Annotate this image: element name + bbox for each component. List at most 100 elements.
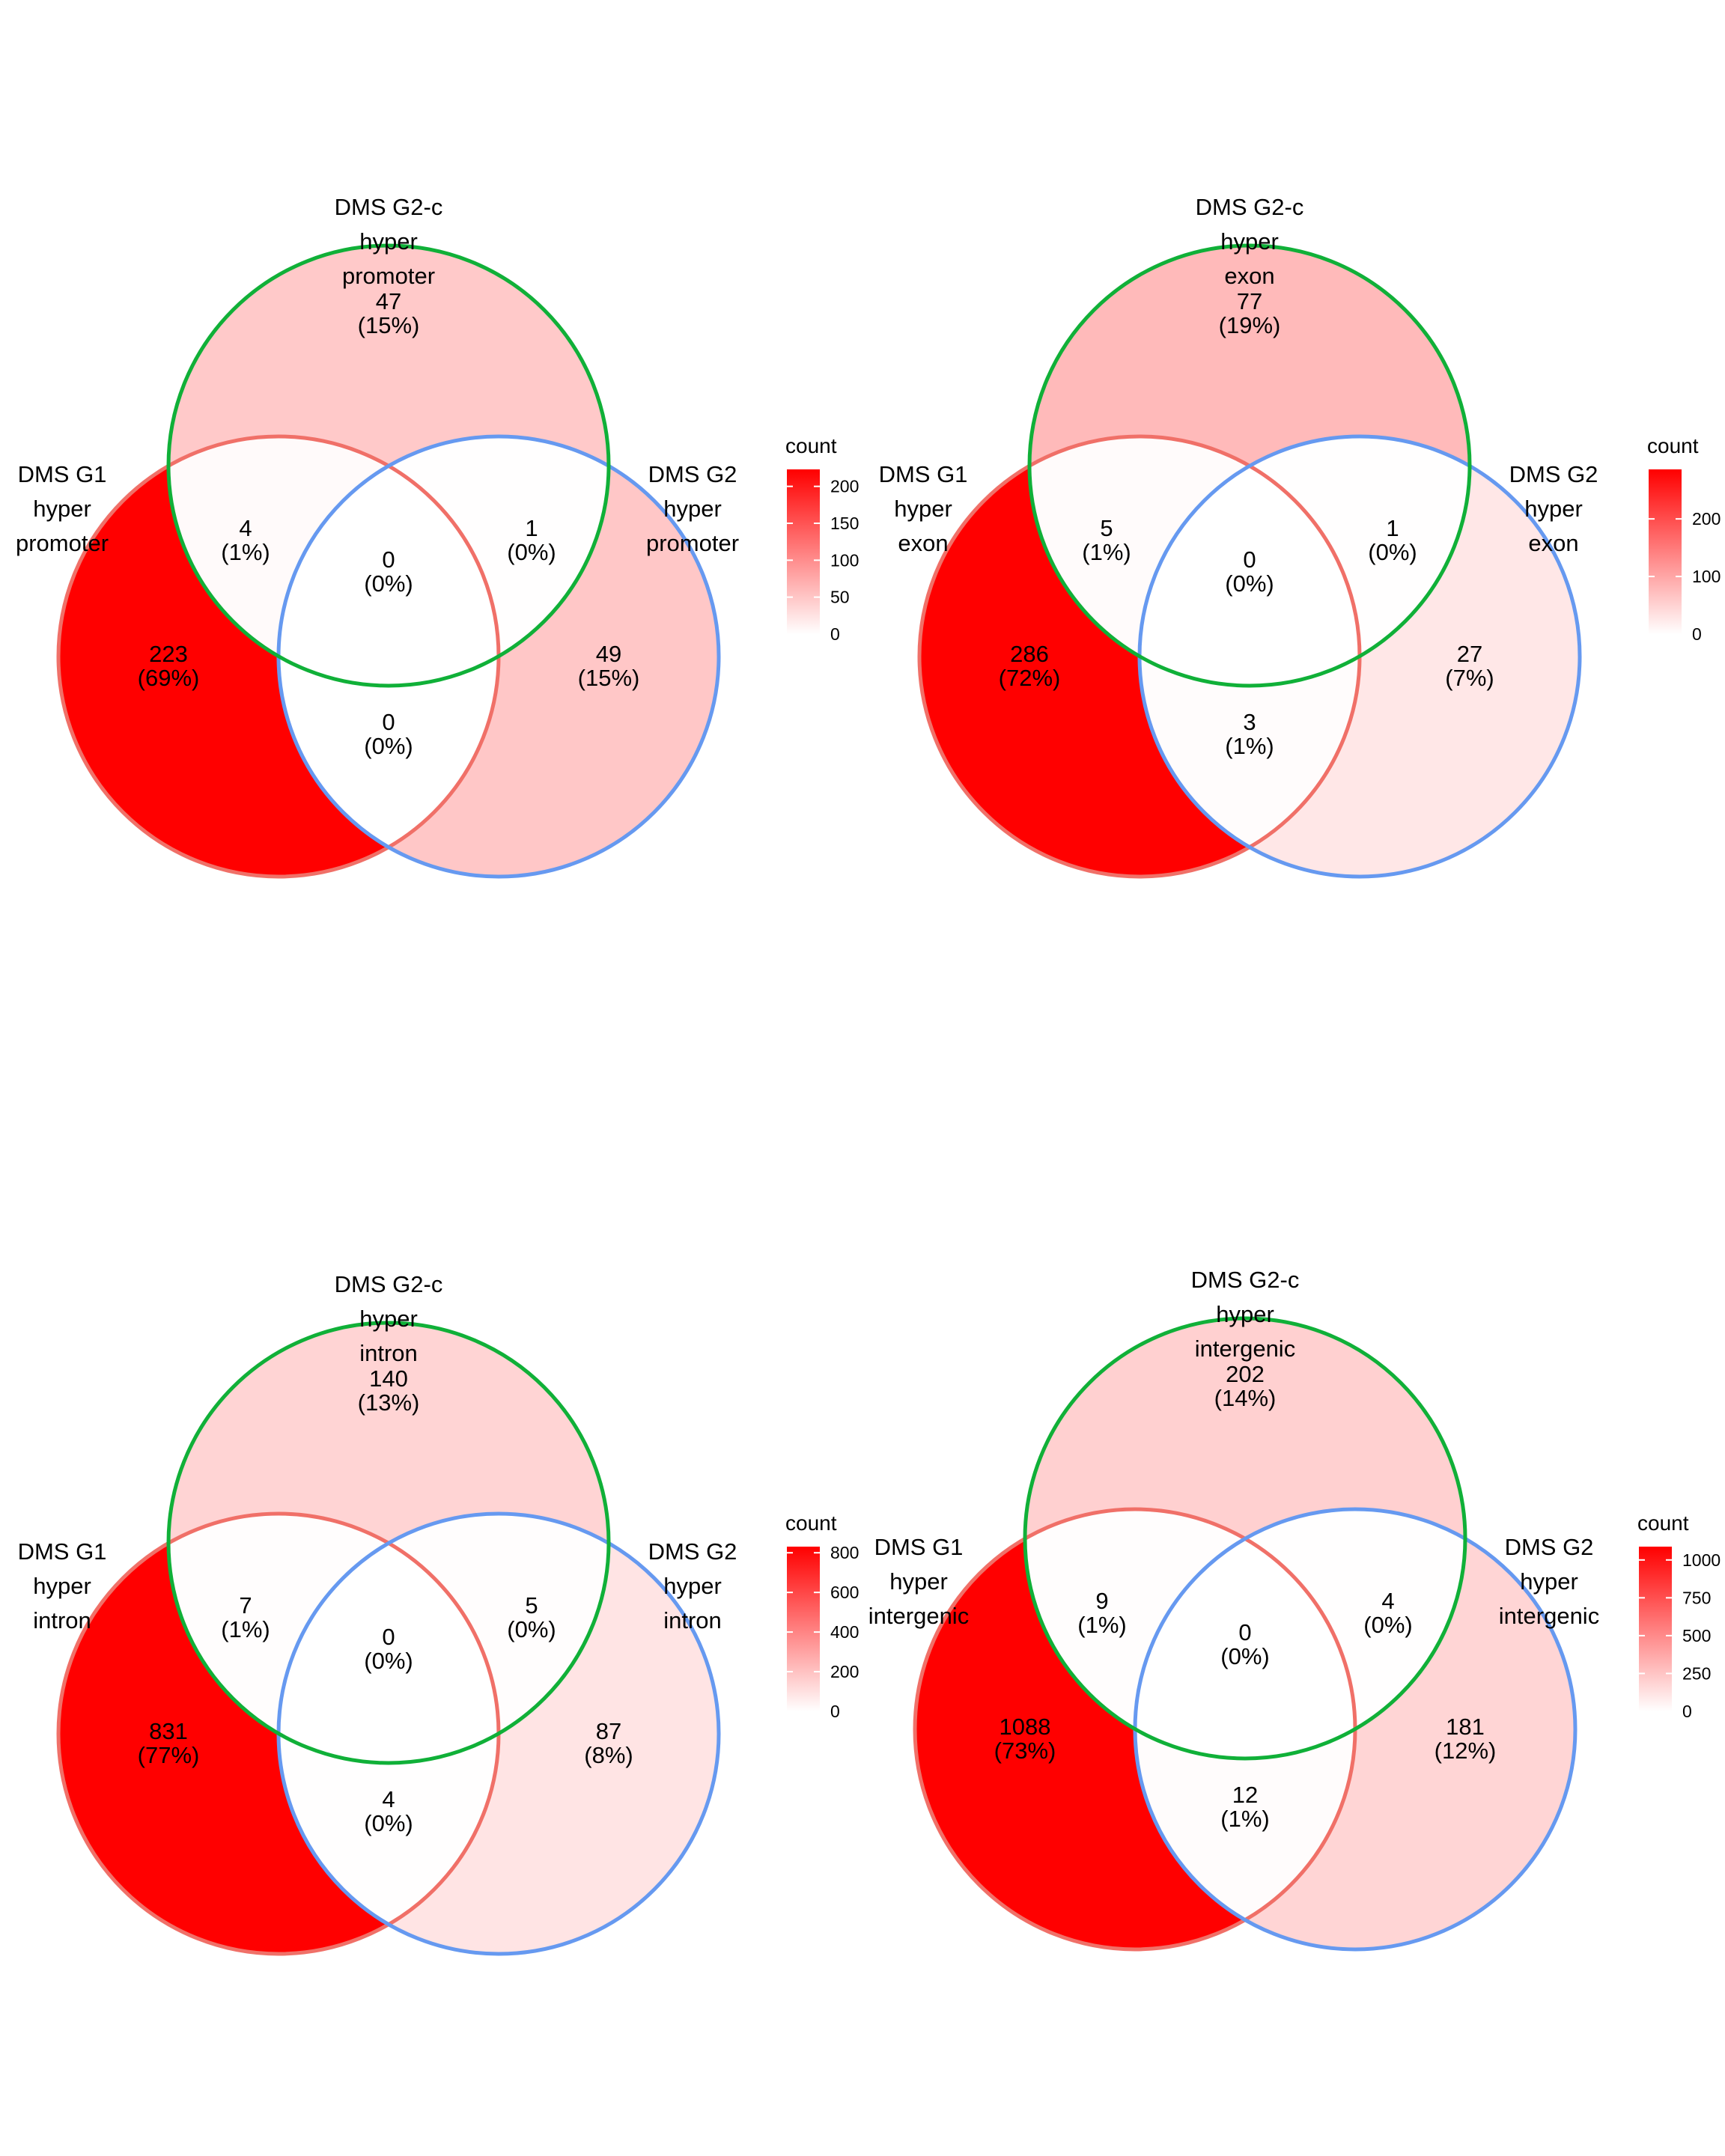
legend-title: count bbox=[785, 1511, 837, 1535]
region-percent-ab: (0%) bbox=[364, 1810, 413, 1836]
region-count-ab: 12 bbox=[1232, 1782, 1258, 1808]
region-percent-abc: (0%) bbox=[364, 1648, 413, 1674]
set-c-label-line-1: DMS G2-c bbox=[335, 194, 443, 220]
region-count-ab: 3 bbox=[1243, 709, 1256, 735]
venn-panel-promoter: 223(69%)49(15%)47(15%)4(1%)1(0%)0(0%)0(0… bbox=[16, 194, 859, 879]
set-a-label-line-2: hyper bbox=[894, 496, 952, 522]
region-count-abc: 0 bbox=[382, 1624, 395, 1650]
set-a-label-line-1: DMS G1 bbox=[879, 461, 968, 487]
region-count-bc: 4 bbox=[1381, 1588, 1394, 1614]
region-count-ac: 9 bbox=[1095, 1588, 1108, 1614]
set-a-label-line-1: DMS G1 bbox=[18, 461, 107, 487]
region-count-ab: 4 bbox=[382, 1786, 395, 1812]
region-count-abc: 0 bbox=[382, 546, 395, 573]
region-count-b: 181 bbox=[1446, 1714, 1485, 1740]
legend-tick-label: 750 bbox=[1682, 1588, 1711, 1607]
venn-region-abc bbox=[279, 1514, 499, 1763]
region-percent-ac: (1%) bbox=[1082, 539, 1131, 565]
region-count-c: 77 bbox=[1237, 288, 1262, 314]
legend-tick-label: 800 bbox=[830, 1543, 859, 1562]
region-count-a: 223 bbox=[149, 641, 188, 667]
legend-tick-label: 500 bbox=[1682, 1626, 1711, 1645]
set-b-label-line-3: exon bbox=[1528, 530, 1578, 556]
set-c-label-line-3: intergenic bbox=[1195, 1336, 1295, 1362]
set-b-label-line-3: intergenic bbox=[1499, 1603, 1599, 1629]
venn-panel-exon: 286(72%)27(7%)77(19%)5(1%)1(0%)3(1%)0(0%… bbox=[879, 194, 1721, 879]
set-a-label-line-3: exon bbox=[898, 530, 948, 556]
region-percent-c: (15%) bbox=[358, 312, 420, 338]
set-a-label-line-3: intron bbox=[33, 1607, 91, 1633]
set-a-label-line-2: hyper bbox=[33, 496, 91, 522]
set-b-label-line-2: hyper bbox=[663, 496, 722, 522]
region-percent-c: (13%) bbox=[358, 1389, 420, 1416]
set-c-label-line-2: hyper bbox=[359, 228, 418, 255]
region-count-c: 140 bbox=[369, 1365, 408, 1392]
venn-region-abc bbox=[279, 436, 499, 686]
set-c-circle bbox=[166, 1321, 611, 1765]
legend-tick-label: 200 bbox=[830, 1662, 859, 1681]
region-percent-c: (14%) bbox=[1214, 1385, 1277, 1411]
region-percent-a: (73%) bbox=[994, 1738, 1056, 1764]
set-c-label-line-3: intron bbox=[359, 1340, 418, 1366]
legend-tick-label: 600 bbox=[830, 1583, 859, 1602]
region-count-ab: 0 bbox=[382, 709, 395, 735]
region-count-abc: 0 bbox=[1238, 1619, 1251, 1645]
legend-tick-label: 250 bbox=[1682, 1663, 1711, 1683]
region-count-abc: 0 bbox=[1243, 546, 1256, 573]
region-percent-a: (69%) bbox=[138, 665, 200, 691]
set-a-label-line-2: hyper bbox=[889, 1568, 948, 1595]
region-count-bc: 5 bbox=[525, 1592, 538, 1618]
region-percent-bc: (0%) bbox=[507, 1616, 556, 1642]
set-c-label-line-1: DMS G2-c bbox=[335, 1271, 443, 1297]
set-a-label-line-1: DMS G1 bbox=[874, 1534, 964, 1560]
legend-color-bar bbox=[787, 1547, 820, 1711]
region-percent-ac: (1%) bbox=[1077, 1612, 1126, 1638]
set-b-label-line-3: intron bbox=[663, 1607, 722, 1633]
region-count-ac: 4 bbox=[239, 515, 252, 541]
set-c-circle bbox=[166, 243, 611, 688]
region-count-ac: 7 bbox=[239, 1592, 252, 1618]
region-count-a: 831 bbox=[149, 1718, 188, 1744]
region-percent-ab: (1%) bbox=[1220, 1806, 1269, 1832]
legend-title: count bbox=[1637, 1511, 1689, 1535]
set-a-label-line-3: intergenic bbox=[868, 1603, 969, 1629]
legend-tick-label: 0 bbox=[830, 624, 840, 644]
legend-tick-label: 200 bbox=[1692, 509, 1721, 529]
set-c-label-line-2: hyper bbox=[1220, 228, 1279, 255]
region-count-a: 286 bbox=[1010, 641, 1049, 667]
set-c-label-line-1: DMS G2-c bbox=[1191, 1267, 1300, 1293]
set-c-circle bbox=[1023, 1316, 1467, 1761]
region-percent-bc: (0%) bbox=[507, 539, 556, 565]
region-percent-abc: (0%) bbox=[1225, 570, 1274, 597]
legend-color-bar bbox=[1639, 1547, 1672, 1711]
region-percent-ab: (0%) bbox=[364, 733, 413, 759]
set-c-label-line-2: hyper bbox=[359, 1306, 418, 1332]
region-percent-c: (19%) bbox=[1219, 312, 1281, 338]
region-count-c: 47 bbox=[376, 288, 401, 314]
region-percent-abc: (0%) bbox=[364, 570, 413, 597]
set-c-label-line-2: hyper bbox=[1216, 1301, 1274, 1327]
venn-panel-intergenic: 1088(73%)181(12%)202(14%)9(1%)4(0%)12(1%… bbox=[868, 1267, 1721, 1952]
set-c-label-line-3: promoter bbox=[342, 263, 435, 289]
region-percent-ac: (1%) bbox=[221, 539, 270, 565]
set-a-label-line-2: hyper bbox=[33, 1573, 91, 1599]
legend-tick-label: 1000 bbox=[1682, 1550, 1721, 1570]
region-percent-a: (72%) bbox=[999, 665, 1061, 691]
set-c-label-line-1: DMS G2-c bbox=[1196, 194, 1304, 220]
legend-tick-label: 200 bbox=[830, 477, 859, 496]
set-b-label-line-2: hyper bbox=[1524, 496, 1583, 522]
set-b-label-line-1: DMS G2 bbox=[1505, 1534, 1594, 1560]
region-count-ac: 5 bbox=[1100, 515, 1113, 541]
legend-color-bar bbox=[787, 469, 820, 634]
legend-tick-label: 400 bbox=[830, 1622, 859, 1642]
set-c-circle bbox=[1027, 243, 1472, 688]
venn-region-abc bbox=[1140, 436, 1360, 686]
set-b-label-line-1: DMS G2 bbox=[648, 1538, 737, 1565]
legend-tick-label: 50 bbox=[830, 588, 850, 607]
set-b-label-line-2: hyper bbox=[663, 1573, 722, 1599]
set-b-label-line-2: hyper bbox=[1520, 1568, 1578, 1595]
